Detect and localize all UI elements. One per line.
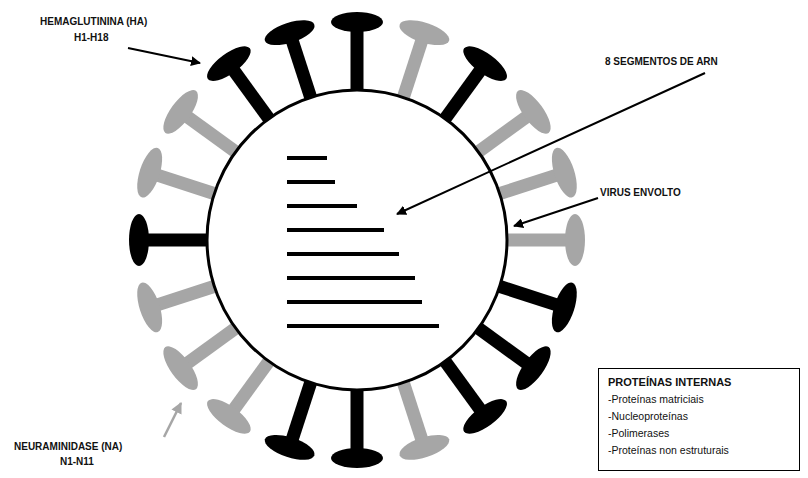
- spike-head: [547, 280, 582, 336]
- spike-stem: [498, 174, 561, 194]
- viral-envelope: [207, 90, 507, 390]
- spike-stem: [291, 36, 311, 99]
- spike-stem: [444, 360, 483, 413]
- spike-head: [331, 12, 383, 32]
- rna-segment: [287, 252, 399, 256]
- rna-segment: [287, 156, 327, 160]
- callout-label: H1-H18: [74, 31, 108, 44]
- spike-head: [458, 40, 512, 87]
- spike-stem: [143, 234, 209, 247]
- hemagglutinin-spike: [331, 388, 383, 468]
- info-box: PROTEÍNAS INTERNAS-Proteínas matriciais-…: [598, 368, 800, 471]
- list-item: -Polimerases: [608, 425, 669, 442]
- spike-stem: [153, 174, 216, 194]
- callout-label: NEURAMINIDASE (NA): [14, 440, 122, 453]
- hemagglutinin-spike: [129, 214, 209, 266]
- spike-stem: [477, 327, 530, 366]
- spike-head: [132, 145, 167, 201]
- spike-stem: [505, 234, 571, 247]
- spike-stem: [477, 114, 530, 153]
- spike-stem: [184, 114, 237, 153]
- spike-stem: [403, 36, 423, 99]
- rna-segments: [287, 158, 439, 326]
- leader-arrow: [164, 403, 181, 437]
- list-item: -Nucleoproteínas: [608, 408, 688, 425]
- rna-segment: [287, 228, 384, 232]
- spike-head: [458, 393, 512, 440]
- spike-head: [262, 430, 318, 465]
- callout-label: HEMAGLUTININA (HA): [40, 15, 147, 28]
- spike-head: [202, 393, 256, 440]
- spike-stem: [351, 388, 364, 454]
- spike-stem: [351, 26, 364, 92]
- callout-label: VIRUS ENVOLTO: [600, 186, 681, 199]
- spike-head: [331, 448, 383, 468]
- rna-segment: [287, 204, 357, 208]
- rna-segment: [287, 180, 335, 184]
- spike-head: [157, 85, 204, 139]
- spike-stem: [498, 286, 561, 306]
- box-heading: PROTEÍNAS INTERNAS: [608, 374, 731, 390]
- leader-arrow: [397, 73, 705, 214]
- hemagglutinin-spike: [331, 12, 383, 92]
- spike-head: [397, 15, 453, 50]
- spike-head: [510, 341, 557, 395]
- spike-stem: [403, 381, 423, 444]
- spike-stem: [231, 360, 270, 413]
- neuraminidase-spike: [505, 214, 585, 266]
- list-item: -Proteínas non estruturais: [608, 442, 729, 459]
- leader-arrow: [128, 48, 200, 63]
- spike-head: [262, 15, 318, 50]
- callout-label: 8 SEGMENTOS DE ARN: [605, 55, 718, 68]
- rna-segment: [287, 276, 415, 280]
- leader-arrow: [514, 198, 598, 226]
- spike-head: [132, 280, 167, 336]
- spike-stem: [153, 286, 216, 306]
- spike-stem: [291, 381, 311, 444]
- callout-label: N1-N11: [60, 455, 94, 468]
- spike-head: [565, 214, 585, 266]
- spike-stem: [231, 67, 270, 120]
- spike-head: [202, 40, 256, 87]
- spike-head: [397, 430, 453, 465]
- spike-stem: [444, 67, 483, 120]
- rna-segment: [287, 324, 439, 328]
- spike-head: [547, 145, 582, 201]
- spike-head: [157, 341, 204, 395]
- list-item: -Proteínas matriciais: [608, 391, 704, 408]
- spike-head: [129, 214, 149, 266]
- rna-segment: [287, 300, 422, 304]
- spike-head: [510, 85, 557, 139]
- spike-stem: [184, 327, 237, 366]
